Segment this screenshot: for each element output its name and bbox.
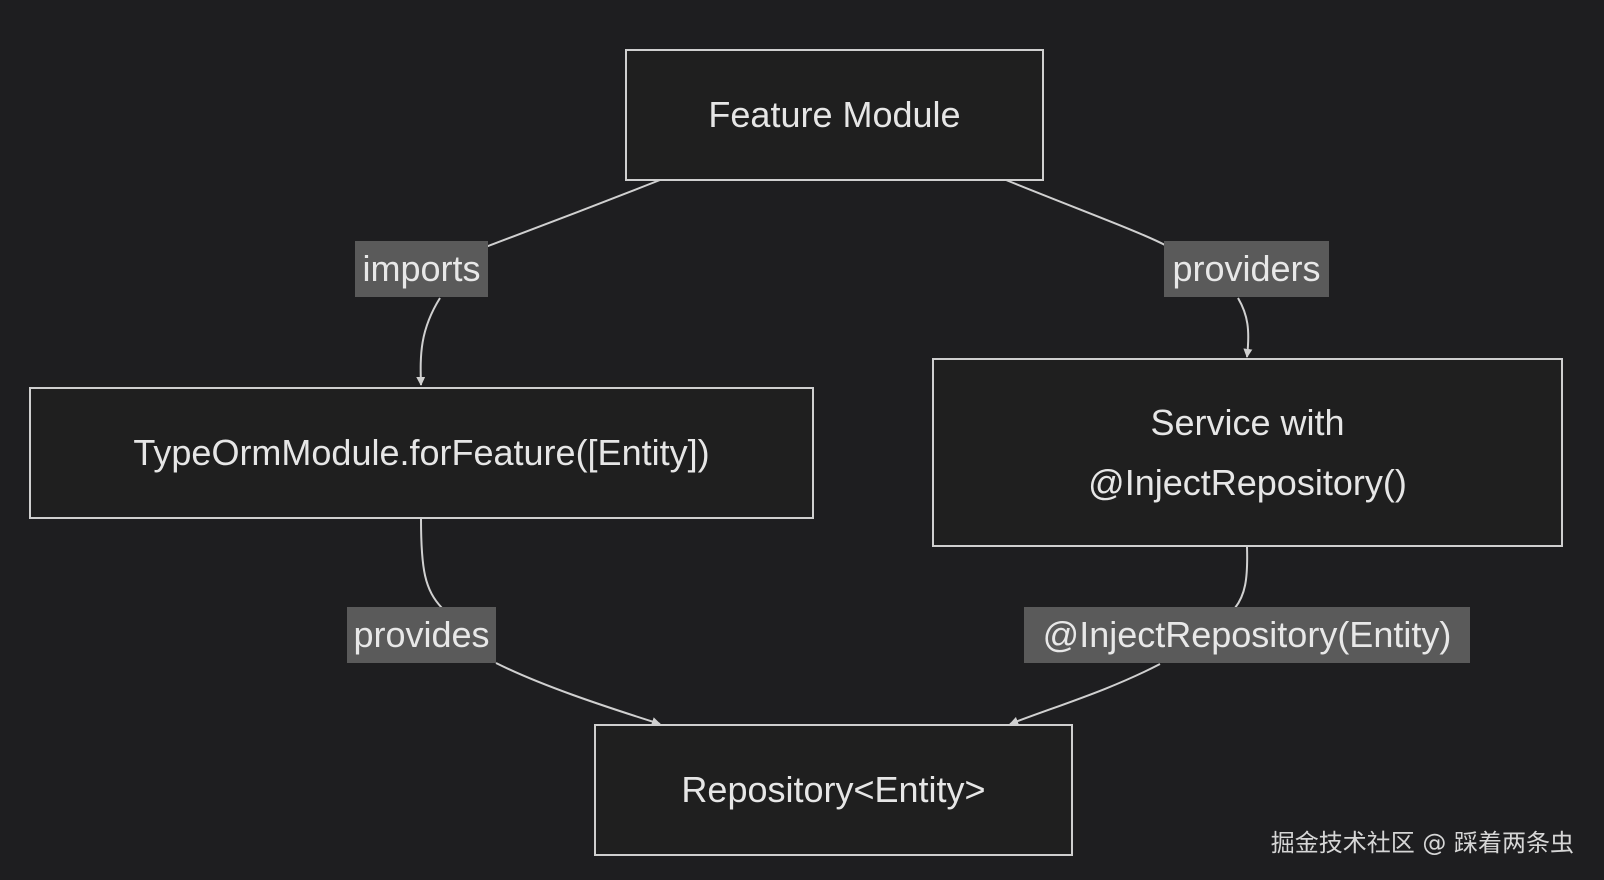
node-repository-label: Repository<Entity> (681, 769, 986, 810)
edge-providers (1005, 179, 1248, 357)
edge-label-providers: providers (1164, 241, 1329, 297)
node-repository: Repository<Entity> (594, 724, 1073, 856)
node-feature-module-label: Feature Module (708, 94, 961, 135)
edge-label-inject-repository: @InjectRepository(Entity) (1024, 607, 1470, 663)
node-typeorm-module: TypeOrmModule.forFeature([Entity]) (29, 387, 814, 519)
edge-provides (420, 518, 660, 724)
node-typeorm-module-label: TypeOrmModule.forFeature([Entity]) (133, 432, 710, 473)
edge-inject (1010, 546, 1249, 724)
edge-label-provides: provides (347, 607, 496, 663)
node-service-label-line2: @InjectRepository() (1088, 461, 1407, 503)
node-service-label-line1: Service with (1150, 401, 1345, 443)
edge-label-imports: imports (355, 241, 488, 297)
node-service: Service with @InjectRepository() (932, 358, 1563, 547)
node-feature-module: Feature Module (625, 49, 1044, 181)
watermark-text: 掘金技术社区 @ 踩着两条虫 (1270, 829, 1574, 857)
